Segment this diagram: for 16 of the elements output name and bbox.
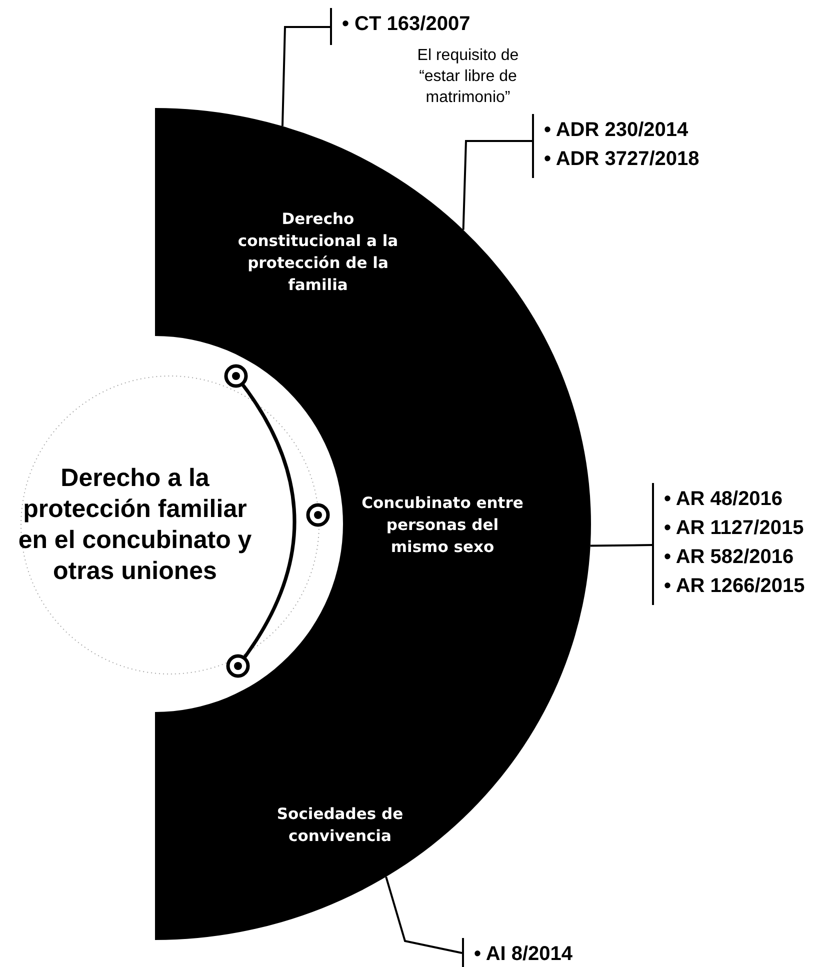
leader-line <box>385 876 462 954</box>
leader-line <box>590 544 652 547</box>
leader-line <box>281 26 330 126</box>
topic-text: Concubinato entre personas del mismo sexo <box>360 493 524 558</box>
topic-text: Derecho constitucional a la protección de la familia <box>236 209 400 296</box>
citation-text: • AR 1127/2015 <box>664 516 805 541</box>
topic-text: Sociedades de convivencia <box>276 804 404 847</box>
citation-text: • AI 8/2014 <box>474 942 574 967</box>
citation-text: • CT 163/2007 <box>342 12 472 37</box>
citation-text: • ADR 230/2014 <box>544 118 690 143</box>
citation-text: • AR 48/2016 <box>664 487 784 512</box>
citation-text: • AR 582/2016 <box>664 545 795 570</box>
citation-text: • AR 1266/2015 <box>664 574 806 599</box>
citation-text: • ADR 3727/2018 <box>544 147 700 172</box>
leader-line <box>462 140 532 230</box>
central-topic-text: Derecho a la protección familiar en el concubinato y otras uniones <box>17 463 253 587</box>
